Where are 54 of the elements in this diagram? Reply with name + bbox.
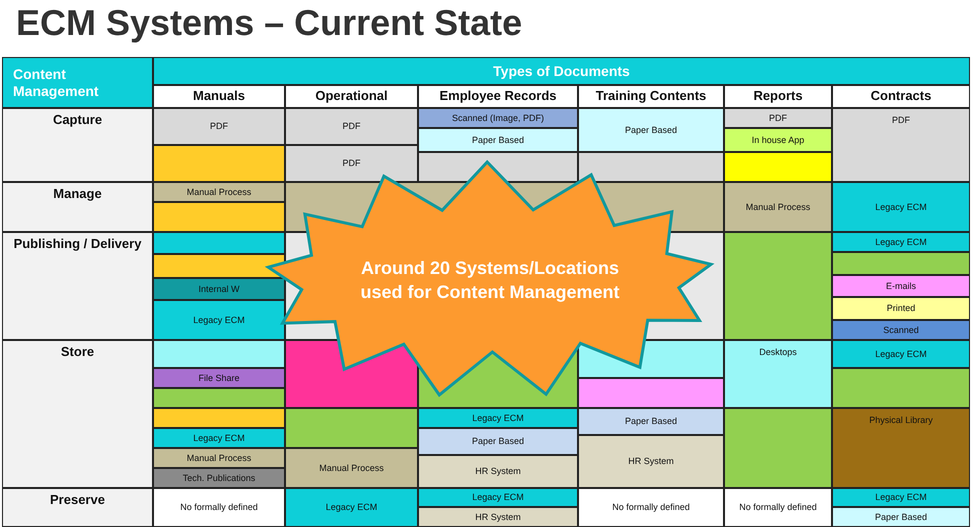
column-header: Manuals — [153, 85, 285, 108]
table-cell: Manual Process — [724, 182, 832, 232]
table-cell: E-mails — [832, 275, 970, 297]
table-cell: No formally defined — [153, 488, 285, 527]
table-cell: Legacy ECM — [832, 232, 970, 252]
table-cell: Legacy ECM — [418, 408, 578, 428]
row-header: Publishing / Delivery — [2, 232, 153, 340]
table-cell: PDF — [285, 145, 418, 182]
table-cell: Legacy ECM — [832, 340, 970, 368]
table-cell: HR System — [418, 455, 578, 488]
column-header: Contracts — [832, 85, 970, 108]
table-cell: Legacy ECM — [832, 488, 970, 507]
table-cell: File Share — [153, 368, 285, 388]
table-cell: No formally defined — [578, 488, 724, 527]
table-cell: Legacy ECM — [153, 428, 285, 448]
table-cell: Paper Based — [418, 128, 578, 152]
table-cell: Paper Based — [578, 408, 724, 435]
table-cell: Paper Based — [832, 507, 970, 527]
table-cell: Physical Library — [832, 408, 970, 488]
table-cell: Manual Process — [153, 182, 285, 202]
column-header: Employee Records — [418, 85, 578, 108]
table-cell: In house App — [724, 128, 832, 152]
row-header: Preserve — [2, 488, 153, 527]
column-header: Operational — [285, 85, 418, 108]
header-cell: Types of Documents — [153, 57, 970, 85]
table-cell: PDF — [724, 108, 832, 128]
table-cell: PDF — [285, 108, 418, 145]
table-cell: HR System — [418, 507, 578, 527]
table-cell: Paper Based — [418, 428, 578, 455]
table-cell: PDF — [832, 108, 970, 182]
table-cell: HR System — [578, 435, 724, 488]
table-cell: No formally defined — [724, 488, 832, 527]
callout-text: Around 20 Systems/Locations used for Content Management — [360, 257, 620, 304]
table-cell: Scanned (Image, PDF) — [418, 108, 578, 128]
table-cell: PDF — [153, 108, 285, 145]
page-title: ECM Systems – Current State — [16, 2, 522, 44]
table-cell: Legacy ECM — [285, 488, 418, 527]
table-cell: Desktops — [724, 340, 832, 408]
table-cell: Scanned — [832, 320, 970, 340]
table-cell: Internal W — [153, 278, 285, 300]
table-cell: Legacy ECM — [418, 488, 578, 507]
row-header: Manage — [2, 182, 153, 232]
row-header: Capture — [2, 108, 153, 182]
table-cell: Paper Based — [578, 108, 724, 152]
column-header: Reports — [724, 85, 832, 108]
table-cell: Manual Process — [153, 448, 285, 468]
table-cell: Tech. Publications — [153, 468, 285, 488]
row-header: Store — [2, 340, 153, 488]
table-cell: Legacy ECM — [153, 300, 285, 340]
column-header: Training Contents — [578, 85, 724, 108]
header-cell: Content Management — [2, 57, 153, 108]
table-cell: Manual Process — [285, 448, 418, 488]
table-cell: Legacy ECM — [832, 182, 970, 232]
table-cell: Printed — [832, 297, 970, 320]
